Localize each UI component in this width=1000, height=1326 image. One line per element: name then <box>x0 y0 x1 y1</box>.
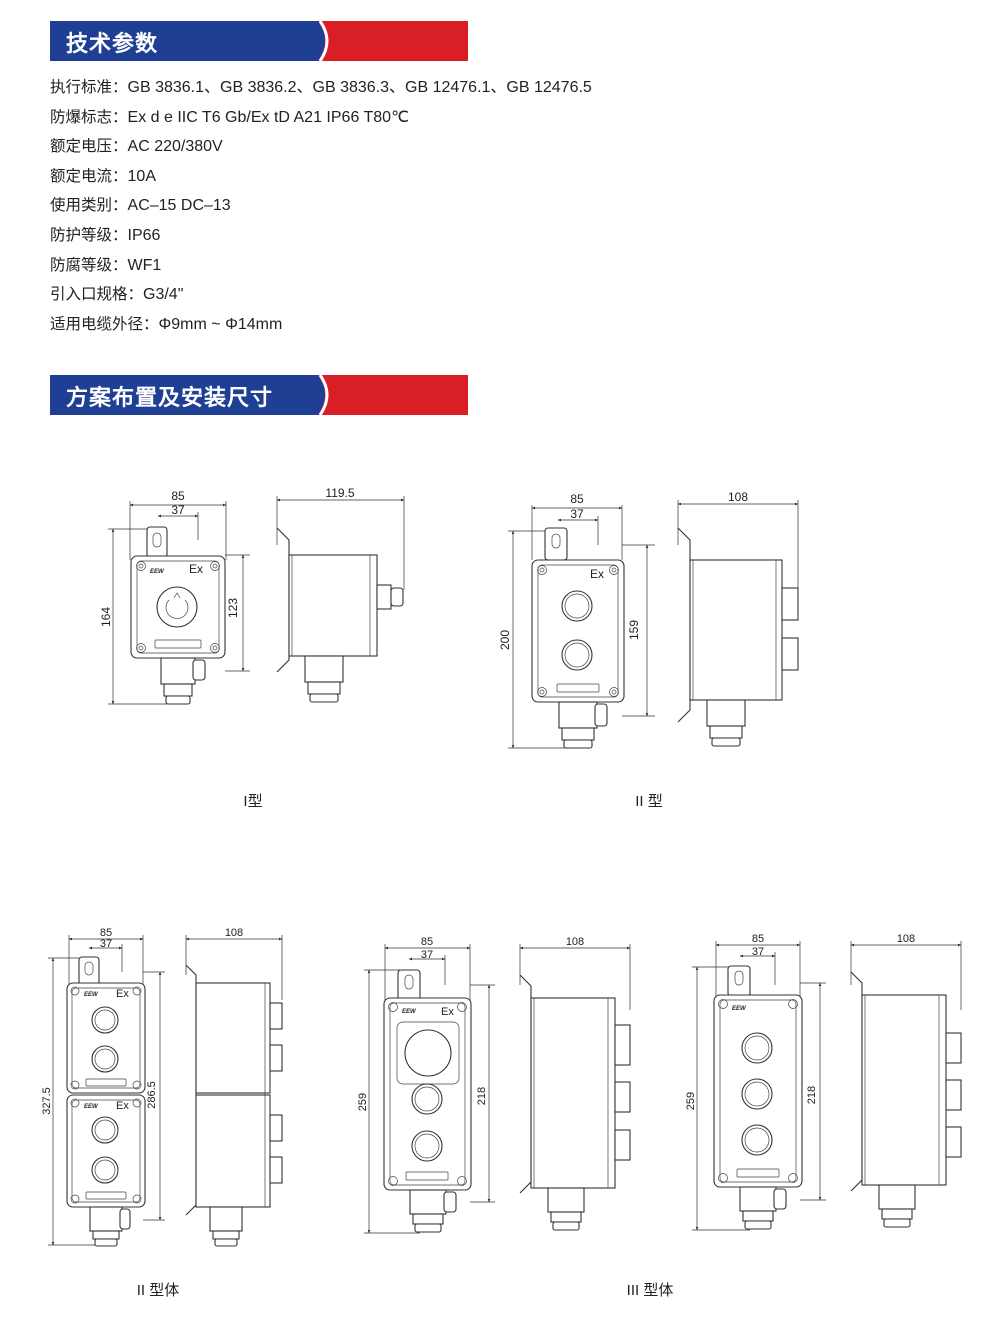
layout-banner: 方案布置及安装尺寸 <box>50 375 468 415</box>
spec-value: G3/4" <box>143 286 184 304</box>
dim-depth: 108 <box>897 933 915 945</box>
dim-depth: 108 <box>566 936 584 948</box>
dim-width: 85 <box>421 936 433 948</box>
brand-logo: EEW <box>732 1006 747 1012</box>
spec-value: AC–15 DC–13 <box>127 197 231 215</box>
spec-row: 引入口规格：G3/4" <box>50 283 950 313</box>
spec-row: 额定电流：10A <box>50 165 950 195</box>
dim-width: 85 <box>171 489 185 503</box>
ex-mark: Ex <box>590 567 604 581</box>
dim-body: 218 <box>806 1086 818 1104</box>
type3a-side-view: 108 <box>519 936 631 1231</box>
spec-row: 防护等级：IP66 <box>50 224 950 254</box>
section-title-layout: 方案布置及安装尺寸 <box>66 386 274 411</box>
spec-label: 执行标准： <box>50 78 128 96</box>
dim-height: 164 <box>99 607 113 627</box>
spec-label: 防爆标志： <box>50 107 128 126</box>
type2-combo-front-view: 85 37 327.5 286.5 EEW Ex EEW Ex <box>41 927 165 1247</box>
spec-value: IP66 <box>127 226 161 244</box>
dim-depth: 108 <box>728 490 748 504</box>
dim-height: 327.5 <box>41 1087 53 1115</box>
dim-offset: 37 <box>570 507 584 521</box>
spec-label: 防腐等级： <box>50 255 128 274</box>
dim-height: 200 <box>498 630 512 650</box>
spec-row: 额定电压：AC 220/380V <box>50 135 950 165</box>
spec-list: 执行标准：GB 3836.1、GB 3836.2、GB 3836.3、GB 12… <box>50 76 950 342</box>
spec-row: 防爆标志：Ex d e IIC T6 Gb/Ex tD A21 IP66 T80… <box>50 106 950 136</box>
dim-depth: 108 <box>225 927 243 939</box>
dim-width: 85 <box>100 927 112 939</box>
ex-mark: Ex <box>189 562 203 576</box>
spec-value: Φ9mm ~ Φ14mm <box>158 315 283 333</box>
caption-type1: I型 <box>243 793 262 810</box>
type3b-side-view: 108 <box>850 933 962 1228</box>
spec-value: Ex d e IIC T6 Gb/Ex tD A21 IP66 T80℃ <box>127 108 410 126</box>
brand-logo: EEW <box>402 1009 417 1015</box>
dim-body: 159 <box>627 620 641 640</box>
spec-value: WF1 <box>127 256 162 274</box>
spec-label: 额定电流： <box>50 166 128 185</box>
spec-label: 适用电缆外径： <box>50 314 159 333</box>
type3b-front-view: 85 37 259 218 EEW <box>685 933 826 1231</box>
spec-row: 执行标准：GB 3836.1、GB 3836.2、GB 3836.3、GB 12… <box>50 76 950 106</box>
dim-body: 218 <box>476 1087 488 1105</box>
spec-label: 额定电压： <box>50 137 128 156</box>
tech-params-banner: 技术参数 <box>50 21 468 61</box>
spec-label: 使用类别： <box>50 196 128 215</box>
dim-offset: 37 <box>171 503 185 517</box>
brand-logo: EEW <box>84 992 99 998</box>
spec-row: 适用电缆外径：Φ9mm ~ Φ14mm <box>50 313 950 343</box>
dim-depth: 119.5 <box>325 486 354 500</box>
type2-side-view: 108 <box>677 490 799 747</box>
brand-logo: EEW <box>84 1104 99 1110</box>
caption-type2-combo: II 型体 <box>137 1282 180 1299</box>
section-title-tech-params: 技术参数 <box>66 32 159 57</box>
ex-mark: Ex <box>116 988 129 1000</box>
dim-offset: 37 <box>752 946 764 958</box>
type2-front-view: 85 37 200 159 Ex <box>498 492 655 749</box>
caption-type2: II 型 <box>635 793 663 810</box>
ex-mark: Ex <box>441 1006 454 1018</box>
spec-label: 引入口规格： <box>50 285 144 304</box>
dim-body: 286.5 <box>146 1081 158 1109</box>
dim-offset: 37 <box>100 938 112 950</box>
spec-label: 防护等级： <box>50 225 128 244</box>
dim-width: 85 <box>752 933 764 945</box>
banner-background <box>50 21 468 61</box>
dim-height: 259 <box>685 1092 697 1110</box>
dim-width: 85 <box>570 492 584 506</box>
caption-type3: III 型体 <box>627 1282 674 1299</box>
brand-logo: EEW <box>150 569 165 575</box>
dim-body: 123 <box>226 598 240 618</box>
ex-mark: Ex <box>116 1100 129 1112</box>
spec-value: 10A <box>127 167 156 185</box>
dim-height: 259 <box>357 1093 369 1111</box>
type3a-front-view: 85 37 259 218 EEW Ex <box>357 936 495 1234</box>
spec-row: 防腐等级：WF1 <box>50 254 950 284</box>
spec-row: 使用类别：AC–15 DC–13 <box>50 194 950 224</box>
spec-value: GB 3836.1、GB 3836.2、GB 3836.3、GB 12476.1… <box>127 79 592 96</box>
banner-background <box>50 375 468 415</box>
spec-value: AC 220/380V <box>127 138 223 156</box>
dim-offset: 37 <box>421 949 433 961</box>
type2-combo-side-view: 108 <box>185 927 283 1247</box>
type1-front-view: 85 37 164 123 EEW Ex <box>99 489 250 705</box>
type1-side-view: 119.5 <box>276 486 405 703</box>
